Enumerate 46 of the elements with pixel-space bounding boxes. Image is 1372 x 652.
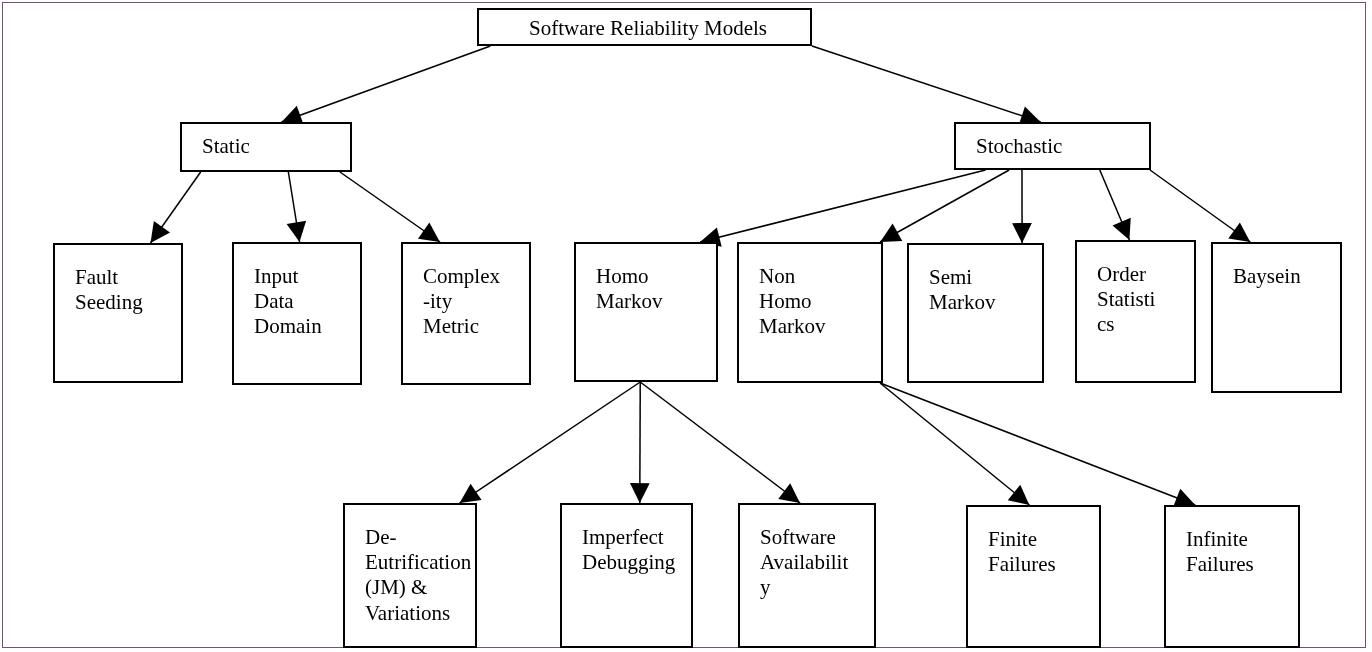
box-label: Semi Markov bbox=[929, 265, 996, 316]
arrow bbox=[879, 382, 1197, 508]
category-box bbox=[180, 122, 352, 172]
category-box bbox=[1164, 505, 1300, 648]
box-label: Input Data Domain bbox=[254, 264, 322, 340]
arrow bbox=[629, 381, 650, 504]
box-label: Software Availabilit y bbox=[760, 525, 849, 601]
arrow bbox=[639, 381, 801, 504]
box-label: Baysein bbox=[1233, 264, 1301, 290]
arrow bbox=[458, 381, 641, 504]
category-box bbox=[232, 242, 362, 385]
box-label: Software Reliability Models bbox=[529, 16, 768, 42]
arrow bbox=[1099, 169, 1131, 241]
box-label: Non Homo Markov bbox=[759, 264, 826, 340]
category-box bbox=[738, 503, 876, 648]
box-label: De- Eutrification (JM) & Variations bbox=[365, 525, 473, 626]
arrow bbox=[149, 171, 202, 244]
box-label: Complex -ity Metric bbox=[423, 264, 500, 340]
category-box bbox=[954, 122, 1151, 170]
box-label: Static bbox=[202, 134, 251, 160]
category-box bbox=[401, 242, 531, 385]
category-box bbox=[966, 505, 1101, 648]
arrow bbox=[286, 171, 307, 243]
box-label: Finite Failures bbox=[988, 527, 1056, 578]
category-box bbox=[1075, 240, 1196, 383]
box-label: Homo Markov bbox=[596, 264, 663, 315]
box-label: Stochastic bbox=[976, 134, 1064, 160]
arrow bbox=[339, 171, 441, 243]
arrow bbox=[280, 45, 492, 125]
category-box bbox=[477, 8, 812, 46]
arrow bbox=[699, 169, 987, 247]
box-label: Imperfect Debugging bbox=[582, 525, 676, 576]
box-label: Order Statisti cs bbox=[1097, 262, 1156, 338]
category-box bbox=[53, 243, 183, 383]
arrow bbox=[879, 382, 1031, 506]
category-box bbox=[343, 503, 477, 648]
category-box bbox=[907, 243, 1044, 383]
arrow bbox=[879, 169, 1010, 243]
category-box bbox=[737, 242, 883, 383]
category-box bbox=[1211, 242, 1342, 393]
arrow bbox=[1012, 169, 1032, 244]
category-box bbox=[560, 503, 693, 648]
box-label: Fault Seeding bbox=[75, 265, 143, 316]
box-label: Infinite Failures bbox=[1186, 527, 1254, 578]
arrow bbox=[1149, 169, 1252, 243]
category-box bbox=[574, 242, 718, 382]
